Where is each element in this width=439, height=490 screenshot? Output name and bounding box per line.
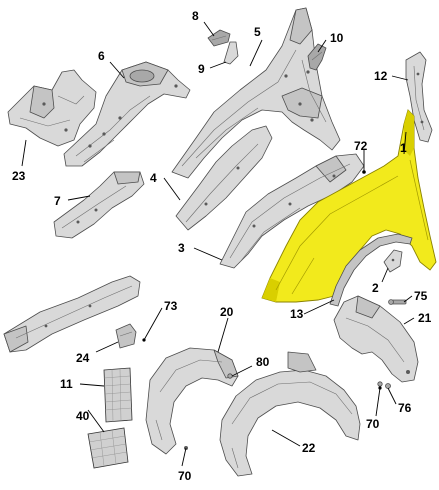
callout-22: 22 [302,441,316,455]
callout-40: 40 [76,409,90,423]
callout-11: 11 [60,377,73,391]
part-7-lower-rail [53,171,145,239]
part-22-wheel-arch-liner [219,351,361,477]
callout-20: 20 [220,305,234,319]
callout-numbers: 1 2 3 4 5 6 7 8 9 10 11 12 13 20 21 22 2… [12,9,432,483]
part-13-arch-moulding [329,233,413,307]
callout-1: 1 [400,141,407,155]
part-21-rear-liner [333,295,419,383]
callout-75: 75 [414,289,428,303]
callout-10: 10 [330,31,344,45]
callout-2: 2 [372,281,379,295]
callout-7: 7 [54,194,61,208]
callout-5: 5 [254,25,261,39]
callout-13: 13 [290,307,304,321]
part-80-clip [227,373,233,379]
part-20-inner-liner [145,347,239,455]
callout-76: 76 [398,401,412,415]
callout-70-right: 70 [366,417,380,431]
part-10-hinge [307,43,327,71]
callout-73: 73 [164,299,178,313]
part-76-clip [385,383,391,389]
callout-3: 3 [178,241,185,255]
part-1-front-fender [261,109,437,303]
part-2-fender-bracket [383,249,403,273]
leader-lines [21,21,415,467]
part-23-side-panel [7,69,97,147]
part-6-strut-rail [63,61,191,167]
part-9-clip [223,41,239,65]
callout-70-left: 70 [178,469,192,483]
part-4-inner-wheelhouse [175,125,273,231]
callout-24: 24 [76,351,90,365]
callout-72: 72 [354,139,368,153]
callout-21: 21 [418,311,432,325]
callout-12: 12 [374,69,388,83]
callout-23: 23 [12,169,26,183]
part-8-bracket [207,29,231,47]
part-5-apron-pillar [171,7,341,179]
part-70-clip-right [377,381,383,387]
callout-8: 8 [192,9,199,23]
part-75-screw [388,299,407,305]
callout-9: 9 [198,62,205,76]
part-40-mesh-pad [87,427,129,469]
callout-80: 80 [256,355,270,369]
part-24-bracket [115,323,137,349]
part-11-mesh-pad [103,367,133,423]
crossmember [3,275,141,353]
part-12-front-bracket [405,51,433,143]
callout-6: 6 [98,49,105,63]
callout-4: 4 [150,171,157,185]
